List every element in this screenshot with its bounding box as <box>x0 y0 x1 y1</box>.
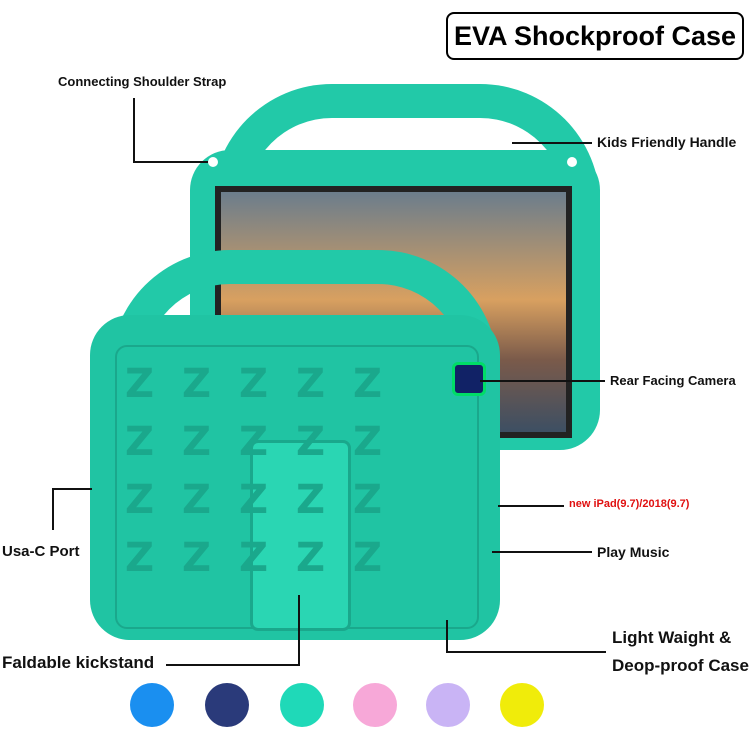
label-light-weight: Light Waight & <box>612 628 732 647</box>
label-handle: Kids Friendly Handle <box>597 134 737 150</box>
color-swatch-yellow[interactable] <box>500 683 544 727</box>
label-music: Play Music <box>597 544 670 560</box>
camera-icon <box>452 362 486 396</box>
strap-hole-icon <box>208 157 218 167</box>
title-box: EVA Shockproof Case <box>446 12 744 60</box>
color-swatch-lavender[interactable] <box>426 683 470 727</box>
label-drop-proof: Deop-proof Case <box>612 656 749 675</box>
label-kickstand: Faldable kickstand <box>2 653 155 672</box>
color-swatch-teal[interactable] <box>280 683 324 727</box>
label-compat: new iPad(9.7)/2018(9.7) <box>569 498 690 510</box>
color-swatch-blue[interactable] <box>130 683 174 727</box>
strap-hole-icon <box>567 157 577 167</box>
color-swatch-pink[interactable] <box>353 683 397 727</box>
kickstand[interactable] <box>250 440 351 631</box>
label-shoulder-strap: Connecting Shoulder Strap <box>58 74 227 89</box>
color-swatch-navy[interactable] <box>205 683 249 727</box>
label-camera: Rear Facing Camera <box>610 373 736 388</box>
label-usb: Usa-C Port <box>2 543 80 560</box>
